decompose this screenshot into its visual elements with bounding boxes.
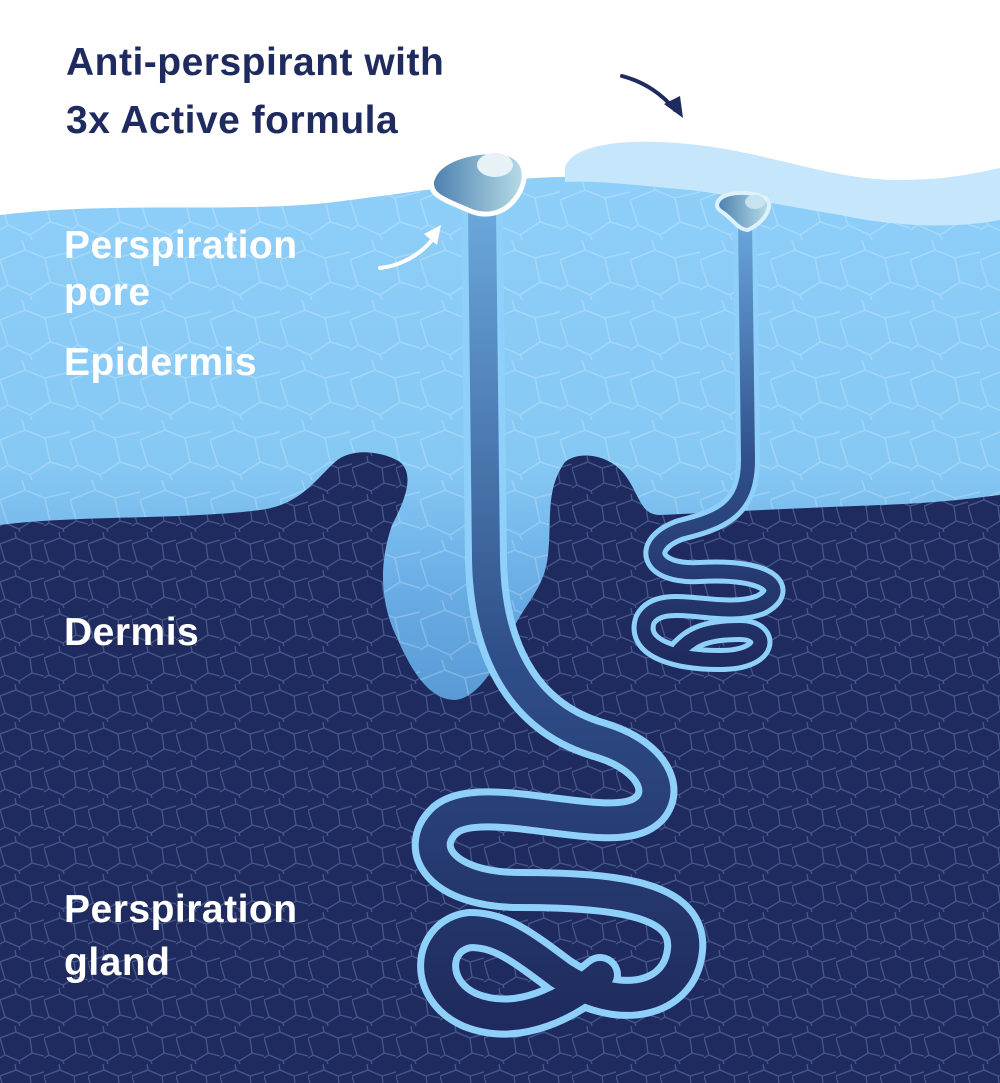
title-line-2: 3x Active formula <box>66 99 398 142</box>
large-pore <box>428 149 527 217</box>
film-arrow-icon <box>620 74 683 118</box>
gland-label-line-1: Perspiration <box>64 888 298 931</box>
small-sweat-gland <box>631 208 786 672</box>
pore-label-line-2: pore <box>64 271 151 314</box>
pore-arrow-icon <box>378 225 441 270</box>
antiperspirant-film <box>565 141 1000 226</box>
epidermis-label: Epidermis <box>64 341 257 384</box>
gland-label-line-2: gland <box>64 941 171 984</box>
pore-label-line-1: Perspiration <box>64 224 298 267</box>
dermis-label: Dermis <box>64 611 199 654</box>
large-sweat-gland <box>411 189 707 1038</box>
title-line-1: Anti-perspirant with <box>66 41 444 84</box>
small-pore <box>715 191 771 233</box>
